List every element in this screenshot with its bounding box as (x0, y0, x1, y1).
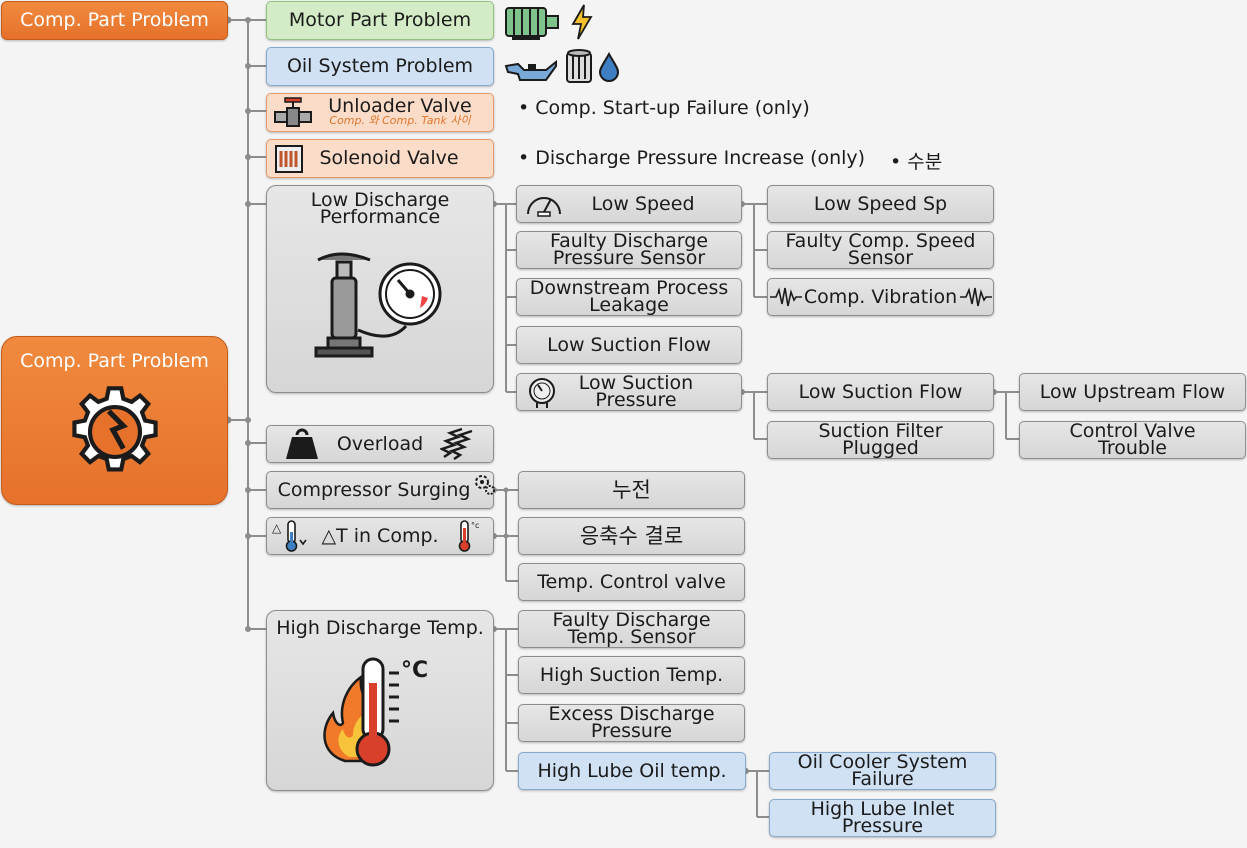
comp-vibration-label: Comp. Vibration (803, 285, 958, 308)
high-suction-temp-node[interactable]: High Suction Temp. (518, 656, 745, 694)
faulty-comp-speed-sensor-node[interactable]: Faulty Comp. Speed Sensor (767, 231, 994, 269)
thermometer-hot-icon: °c (458, 520, 479, 552)
low-discharge-performance-node[interactable]: Low Discharge Performance (266, 185, 494, 393)
root-main-label: Comp. Part Problem (20, 350, 209, 372)
low-upstream-flow-label: Low Upstream Flow (1039, 380, 1226, 403)
unloader-label: Unloader Valve (328, 95, 472, 117)
comp-vibration-node[interactable]: Comp. Vibration (767, 278, 994, 316)
valve-icon (274, 97, 312, 127)
fire-thermometer-icon: °C (323, 657, 428, 767)
pump-with-gauge-icon (314, 252, 442, 358)
svg-text:°C: °C (401, 658, 428, 683)
thermometer-cold-icon: △ (272, 520, 307, 552)
pressure-gauge-icon (529, 378, 555, 408)
temp-control-valve-label: Temp. Control valve (537, 570, 726, 593)
low-speed-label: Low Speed (591, 192, 695, 215)
oil-cooler-system-failure-label: Oil Cooler System Failure (797, 751, 968, 790)
motor-part-problem-node[interactable]: Motor Part Problem (266, 1, 494, 40)
spring-icon (440, 427, 473, 461)
high-suction-temp-label: High Suction Temp. (539, 663, 724, 686)
unloader-valve-node[interactable]: Unloader Valve Comp. 와 Comp. Tank 사이 (266, 93, 494, 132)
svg-text:°c: °c (471, 521, 479, 530)
low-discharge-label: Low Discharge Performance (310, 189, 450, 228)
gears-icon (475, 475, 495, 495)
root-node-top[interactable]: Comp. Part Problem (1, 1, 228, 40)
lightning-icon (571, 4, 593, 40)
low-speed-sp-label: Low Speed Sp (813, 192, 948, 215)
low-speed-sp-node[interactable]: Low Speed Sp (767, 185, 994, 223)
speedometer-icon (527, 197, 561, 217)
high-discharge-temp-node[interactable]: High Discharge Temp. °C (266, 610, 494, 791)
control-valve-trouble-node[interactable]: Control Valve Trouble (1019, 421, 1246, 459)
high-lube-inlet-pressure-label: High Lube Inlet Pressure (810, 798, 955, 837)
low-suction-pressure-label: Low Suction Pressure (578, 372, 694, 411)
low-suction-flow-label-2: Low Suction Flow (798, 380, 963, 403)
low-suction-flow-node-2[interactable]: Low Suction Flow (767, 373, 994, 411)
downstream-label: Downstream Process Leakage (529, 277, 729, 316)
oil-cooler-system-failure-node[interactable]: Oil Cooler System Failure (769, 752, 996, 790)
broken-gear-icon (71, 386, 158, 472)
motor-icon (505, 7, 559, 40)
root-node-main[interactable]: Comp. Part Problem (1, 336, 228, 505)
delta-t-node[interactable]: △T in Comp. (266, 517, 494, 555)
note-startup-failure: • Comp. Start-up Failure (only) (518, 97, 810, 119)
weight-icon (286, 428, 318, 459)
compressor-surging-node[interactable]: Compressor Surging (266, 471, 494, 509)
note-discharge-increase: • Discharge Pressure Increase (only) (518, 147, 866, 169)
surging-label: Compressor Surging (277, 478, 471, 501)
solenoid-label: Solenoid Valve (319, 147, 459, 169)
high-lube-inlet-pressure-node[interactable]: High Lube Inlet Pressure (769, 799, 996, 837)
svg-text:△: △ (272, 521, 282, 535)
root-top-label: Comp. Part Problem (20, 9, 209, 31)
control-valve-trouble-label: Control Valve Trouble (1069, 420, 1196, 459)
excess-discharge-pressure-node[interactable]: Excess Discharge Pressure (518, 704, 745, 742)
low-upstream-flow-node[interactable]: Low Upstream Flow (1019, 373, 1246, 411)
oil-filter-icon (566, 49, 592, 83)
low-suction-flow-label: Low Suction Flow (547, 333, 711, 356)
temp-control-valve-node[interactable]: Temp. Control valve (518, 563, 745, 601)
condensation-label: 응축수 결로 (579, 523, 684, 548)
delta-t-label: △T in Comp. (321, 524, 439, 547)
oil-can-icon (504, 59, 557, 81)
vibration-wave-icon (960, 287, 992, 307)
high-temp-label: High Discharge Temp. (276, 617, 484, 639)
solenoid-valve-node[interactable]: Solenoid Valve (266, 139, 494, 178)
suction-filter-plugged-label: Suction Filter Plugged (818, 420, 943, 459)
solenoid-coil-icon (275, 145, 303, 173)
unloader-sub-label: Comp. 와 Comp. Tank 사이 (329, 114, 471, 127)
faulty-discharge-temp-sensor-node[interactable]: Faulty Discharge Temp. Sensor (518, 610, 745, 648)
condensation-node[interactable]: 응축수 결로 (518, 517, 745, 555)
vibration-wave-icon (770, 287, 802, 307)
excess-discharge-pressure-label: Excess Discharge Pressure (548, 703, 715, 742)
faulty-discharge-pressure-sensor-node[interactable]: Faulty Discharge Pressure Sensor (516, 231, 742, 269)
motor-label: Motor Part Problem (288, 9, 472, 31)
faulty-discharge-pressure-sensor-label: Faulty Discharge Pressure Sensor (549, 230, 709, 269)
electric-leak-label: 누전 (612, 477, 651, 502)
overload-label: Overload (336, 432, 424, 455)
oil-system-problem-node[interactable]: Oil System Problem (266, 47, 494, 86)
high-lube-oil-temp-node[interactable]: High Lube Oil temp. (518, 752, 746, 790)
faulty-comp-speed-sensor-label: Faulty Comp. Speed Sensor (785, 230, 976, 269)
low-suction-flow-node-1[interactable]: Low Suction Flow (516, 326, 742, 364)
electric-leak-node[interactable]: 누전 (518, 471, 745, 509)
faulty-discharge-temp-sensor-label: Faulty Discharge Temp. Sensor (552, 609, 711, 648)
low-speed-node[interactable]: Low Speed (516, 185, 742, 223)
downstream-process-leakage-node[interactable]: Downstream Process Leakage (516, 278, 742, 316)
oil-label: Oil System Problem (286, 55, 474, 77)
high-lube-oil-temp-label: High Lube Oil temp. (537, 759, 727, 782)
note-moisture: • 수분 (890, 151, 943, 173)
oil-drop-icon (598, 52, 620, 82)
suction-filter-plugged-node[interactable]: Suction Filter Plugged (767, 421, 994, 459)
